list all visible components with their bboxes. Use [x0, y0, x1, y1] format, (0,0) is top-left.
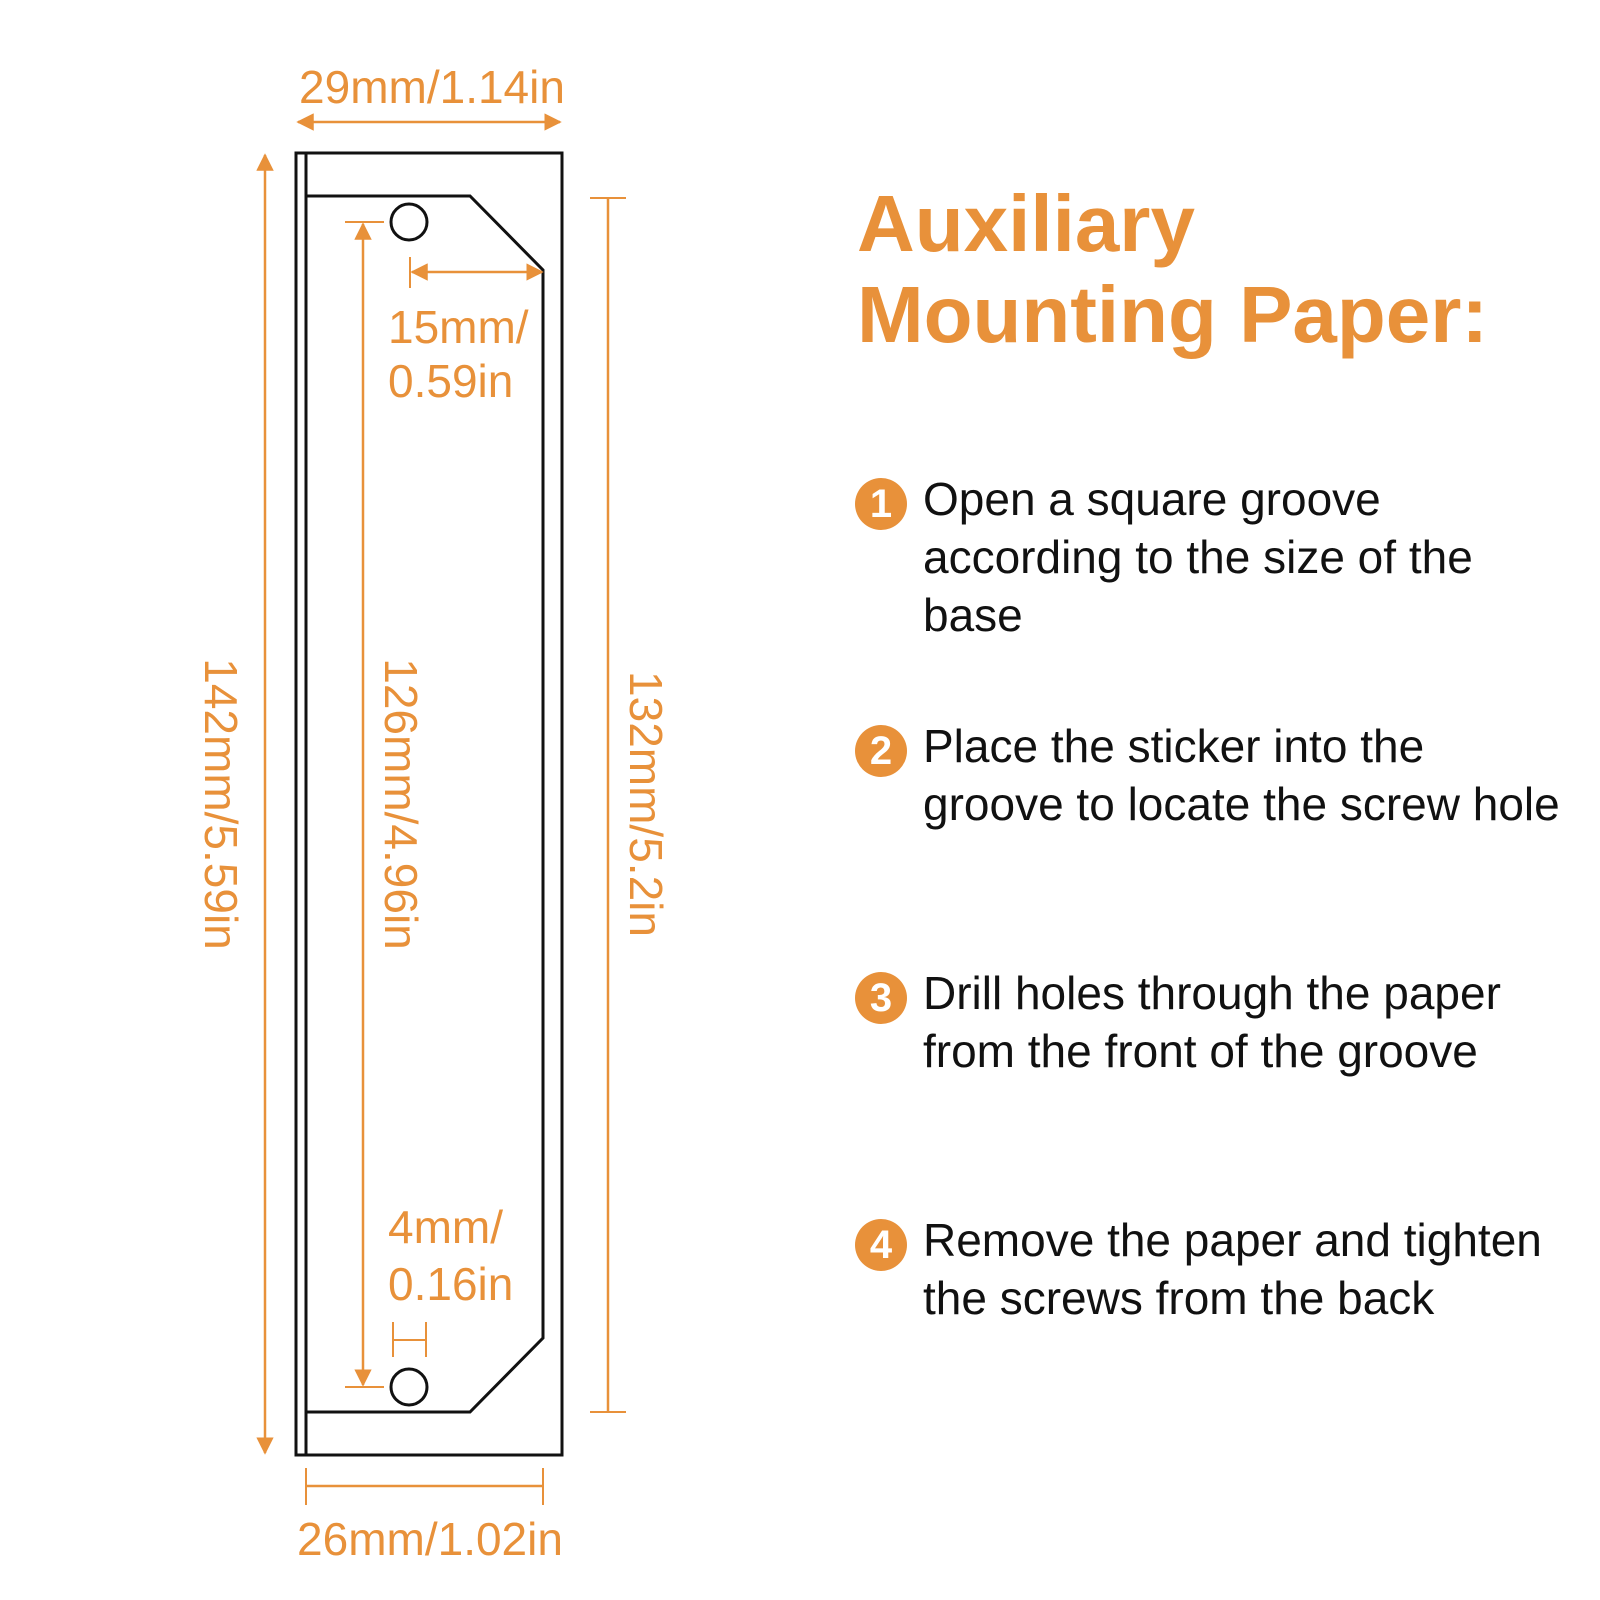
step-number-badge: 2	[855, 725, 907, 777]
hole-margin-label-line1: 4mm/	[388, 1201, 503, 1253]
hole-margin-label-line2: 0.16in	[388, 1258, 513, 1310]
mounting-paper-outline	[306, 194, 545, 1414]
base-frame-outer	[294, 151, 564, 1457]
step-number-badge: 1	[855, 478, 907, 530]
hole-offset-label-line2: 0.59in	[388, 355, 513, 407]
step-text: Drill holes through the paper from the f…	[923, 967, 1501, 1077]
hole-spacing-label: 126mm/4.96in	[375, 658, 427, 950]
step-number-badge: 4	[855, 1219, 907, 1271]
step-text: Place the sticker into the groove to loc…	[923, 720, 1560, 830]
top-width-label: 29mm/1.14in	[299, 61, 565, 113]
step-text: Open a square groove according to the si…	[923, 473, 1473, 641]
page-title: Auxiliary Mounting Paper:	[857, 178, 1488, 360]
overall-height-label: 142mm/5.59in	[195, 658, 247, 950]
title-line-1: Auxiliary	[857, 179, 1195, 268]
title-line-2: Mounting Paper:	[857, 270, 1489, 359]
screw-hole-bottom	[389, 1367, 429, 1407]
mounting-paper-diagram: 29mm/1.14in 142mm/5.59in 126mm/4.96in 13…	[195, 61, 672, 1565]
bottom-width-label: 26mm/1.02in	[297, 1513, 563, 1565]
paper-height-label: 132mm/5.2in	[620, 671, 672, 937]
step-number-badge: 3	[855, 972, 907, 1024]
screw-hole-top	[389, 202, 429, 242]
hole-offset-label-line1: 15mm/	[388, 301, 529, 353]
step-text: Remove the paper and tighten the screws …	[923, 1214, 1542, 1324]
